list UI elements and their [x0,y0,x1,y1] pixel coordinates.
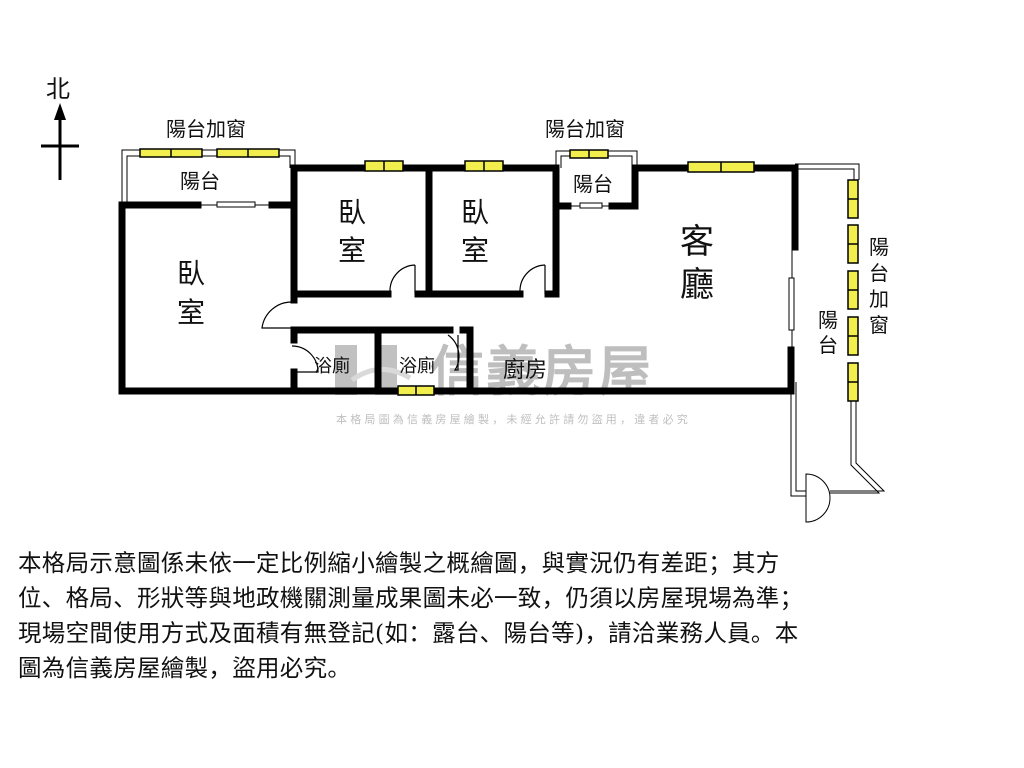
label-bedroom-middle: 臥室 [338,196,366,267]
floor-plan: 信義房屋 本格局圖為信義房屋繪製，未經允許請勿盜用，違者必究 北 [41,75,889,523]
room-labels: 陽台加窗 陽台加窗 陽台 陽台 臥室 臥室 臥室 客 廳 廚房 浴廁 浴廁 陽 … [166,117,889,383]
svg-text:室: 室 [461,234,489,267]
label-balcony-nw: 陽台 [180,169,220,193]
label-bathroom-2: 浴廁 [399,355,435,377]
svg-text:臥: 臥 [461,196,489,229]
label-balcony-window-n: 陽台加窗 [545,117,625,141]
label-bedroom-west: 臥室 [177,257,205,329]
svg-text:室: 室 [177,296,205,329]
label-bedroom-east: 臥室 [461,196,489,267]
svg-text:室: 室 [338,234,366,267]
watermark: 信義房屋 本格局圖為信義房屋繪製，未經允許請勿盜用，違者必究 [335,340,691,426]
compass: 北 [41,75,79,180]
label-balcony-window-east: 陽 台 加 窗 [869,235,889,337]
svg-text:台: 台 [869,261,889,285]
label-balcony-east-2: 台 [818,333,838,357]
label-kitchen: 廚房 [503,358,547,383]
svg-text:加: 加 [869,287,889,311]
label-bathroom-1: 浴廁 [314,355,350,377]
north-arrow-icon [54,103,66,120]
label-balcony-window-nw: 陽台加窗 [166,117,246,141]
watermark-notice: 本格局圖為信義房屋繪製，未經允許請勿盜用，違者必究 [336,412,691,426]
label-living-room-1: 客 [680,222,714,262]
disclaimer: 本格局示意圖係未依一定比例縮小繪製之概繪圖，與實況仍有差距；其方 位、格局、形狀… [18,546,1018,686]
svg-text:臥: 臥 [177,257,205,290]
svg-text:臥: 臥 [338,196,366,229]
svg-text:窗: 窗 [869,313,889,337]
label-living-room-2: 廳 [680,265,714,305]
balcony-outlines [121,149,886,523]
label-balcony-east-1: 陽 [818,308,838,332]
windows [139,148,859,402]
doors [261,264,546,373]
disclaimer-line: 本格局示意圖係未依一定比例縮小繪製之概繪圖，與實況仍有差距；其方 [18,549,780,577]
compass-label: 北 [46,75,70,103]
label-balcony-n: 陽台 [573,172,613,196]
disclaimer-line: 圖為信義房屋繪製，盜用必究。 [18,654,352,682]
walls [118,164,799,395]
disclaimer-line: 現場空間使用方式及面積有無登記(如：露台、陽台等)，請洽業務人員。本 [18,619,799,647]
disclaimer-line: 位、格局、形狀等與地政機關測量成果圖未必一致，仍須以房屋現場為準； [18,584,804,612]
svg-text:陽: 陽 [869,235,889,259]
